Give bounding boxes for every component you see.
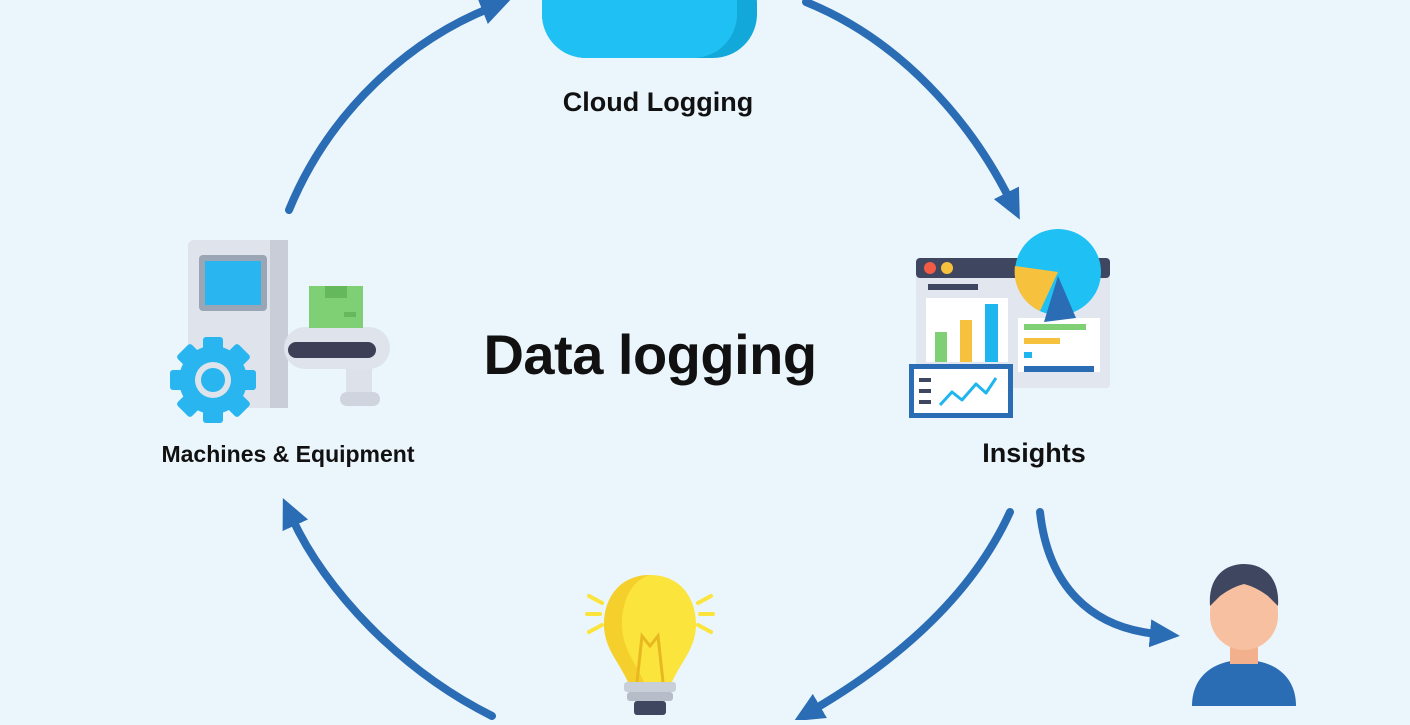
user-avatar-icon bbox=[1192, 564, 1296, 706]
analytics-dashboard-icon bbox=[909, 229, 1110, 418]
cloud-icon bbox=[542, 0, 757, 58]
arrow-idea-to-machines bbox=[282, 498, 496, 720]
arrow-insights-to-user bbox=[1036, 508, 1180, 648]
diagram-title: Data logging bbox=[483, 323, 817, 386]
node-label-insights: Insights bbox=[982, 438, 1086, 468]
node-label-cloud-logging: Cloud Logging bbox=[562, 87, 754, 117]
arrow-cloud-to-insights bbox=[802, 0, 1020, 220]
arrow-machines-to-cloud bbox=[285, 0, 511, 214]
machine-conveyor-gear-icon bbox=[170, 240, 390, 423]
arrow-insights-to-idea bbox=[794, 508, 1014, 722]
node-label-machines-equipment: Machines & Equipment bbox=[161, 441, 415, 467]
lightbulb-icon bbox=[585, 575, 715, 715]
